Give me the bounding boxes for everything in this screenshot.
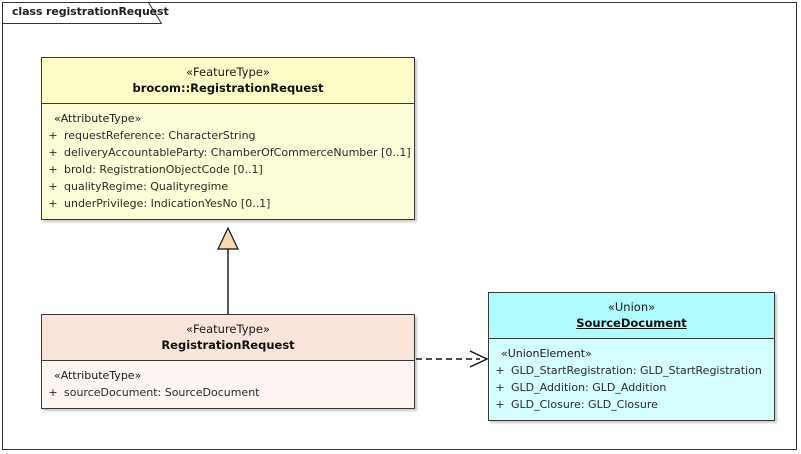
attribute-text: qualityRegime: Qualityregime — [64, 180, 229, 193]
class-box-brocom-registrationrequest[interactable]: «FeatureType» brocom::RegistrationReques… — [41, 57, 415, 220]
attribute-visibility: + — [48, 163, 58, 176]
attribute-visibility: + — [48, 146, 58, 159]
attribute-visibility: + — [48, 386, 58, 399]
class-header: «FeatureType» RegistrationRequest — [42, 315, 414, 360]
attributes-stereotype: «AttributeType» — [54, 369, 142, 382]
class-name: SourceDocument — [576, 316, 687, 330]
attribute-visibility: + — [495, 364, 505, 377]
diagram-frame-tab: class registrationRequest — [2, 2, 169, 24]
class-name: brocom::RegistrationRequest — [132, 81, 324, 95]
class-stereotype: «FeatureType» — [186, 65, 270, 79]
diagram-title: class registrationRequest — [12, 5, 169, 18]
attribute-text: GLD_Closure: GLD_Closure — [511, 398, 658, 411]
attribute-visibility: + — [48, 197, 58, 210]
attributes-compartment: «AttributeType» + requestReference: Char… — [42, 104, 414, 219]
attributes-stereotype: «AttributeType» — [54, 112, 142, 125]
attribute-text: deliveryAccountableParty: ChamberOfComme… — [64, 146, 411, 159]
compartment-divider — [489, 338, 774, 339]
class-header: «FeatureType» brocom::RegistrationReques… — [42, 58, 414, 103]
attribute-visibility: + — [48, 129, 58, 142]
attributes-compartment: «UnionElement» + GLD_StartRegistration: … — [489, 339, 774, 420]
attribute-text: GLD_StartRegistration: GLD_StartRegistra… — [511, 364, 762, 377]
class-stereotype: «Union» — [607, 300, 656, 314]
class-header: «Union» SourceDocument — [489, 293, 774, 338]
attribute-visibility: + — [495, 398, 505, 411]
attribute-row[interactable]: + GLD_StartRegistration: GLD_StartRegist… — [489, 362, 774, 379]
attribute-row[interactable]: + GLD_Closure: GLD_Closure — [489, 396, 774, 413]
attribute-text: underPrivilege: IndicationYesNo [0..1] — [64, 197, 271, 210]
attribute-visibility: + — [495, 381, 505, 394]
attribute-visibility: + — [48, 180, 58, 193]
class-name: RegistrationRequest — [161, 338, 295, 352]
attribute-text: broId: RegistrationObjectCode [0..1] — [64, 163, 263, 176]
attribute-row[interactable]: + underPrivilege: IndicationYesNo [0..1] — [42, 195, 414, 212]
attributes-stereotype: «UnionElement» — [501, 347, 592, 360]
diagram-frame-border — [2, 2, 797, 450]
attributes-compartment: «AttributeType» + sourceDocument: Source… — [42, 361, 414, 408]
attribute-row[interactable]: + qualityRegime: Qualityregime — [42, 178, 414, 195]
attribute-text: requestReference: CharacterString — [64, 129, 256, 142]
compartment-divider — [42, 103, 414, 104]
attribute-row[interactable]: + sourceDocument: SourceDocument — [42, 384, 414, 401]
class-box-registrationrequest[interactable]: «FeatureType» RegistrationRequest «Attri… — [41, 314, 415, 409]
attribute-row[interactable]: + requestReference: CharacterString — [42, 127, 414, 144]
class-box-sourcedocument[interactable]: «Union» SourceDocument «UnionElement» + … — [488, 292, 775, 421]
compartment-divider — [42, 360, 414, 361]
attribute-text: GLD_Addition: GLD_Addition — [511, 381, 667, 394]
attribute-row[interactable]: + GLD_Addition: GLD_Addition — [489, 379, 774, 396]
class-stereotype: «FeatureType» — [186, 322, 270, 336]
attribute-row[interactable]: + deliveryAccountableParty: ChamberOfCom… — [42, 144, 414, 161]
attribute-text: sourceDocument: SourceDocument — [64, 386, 260, 399]
attribute-row[interactable]: + broId: RegistrationObjectCode [0..1] — [42, 161, 414, 178]
frame-tab-shape — [2, 2, 162, 24]
